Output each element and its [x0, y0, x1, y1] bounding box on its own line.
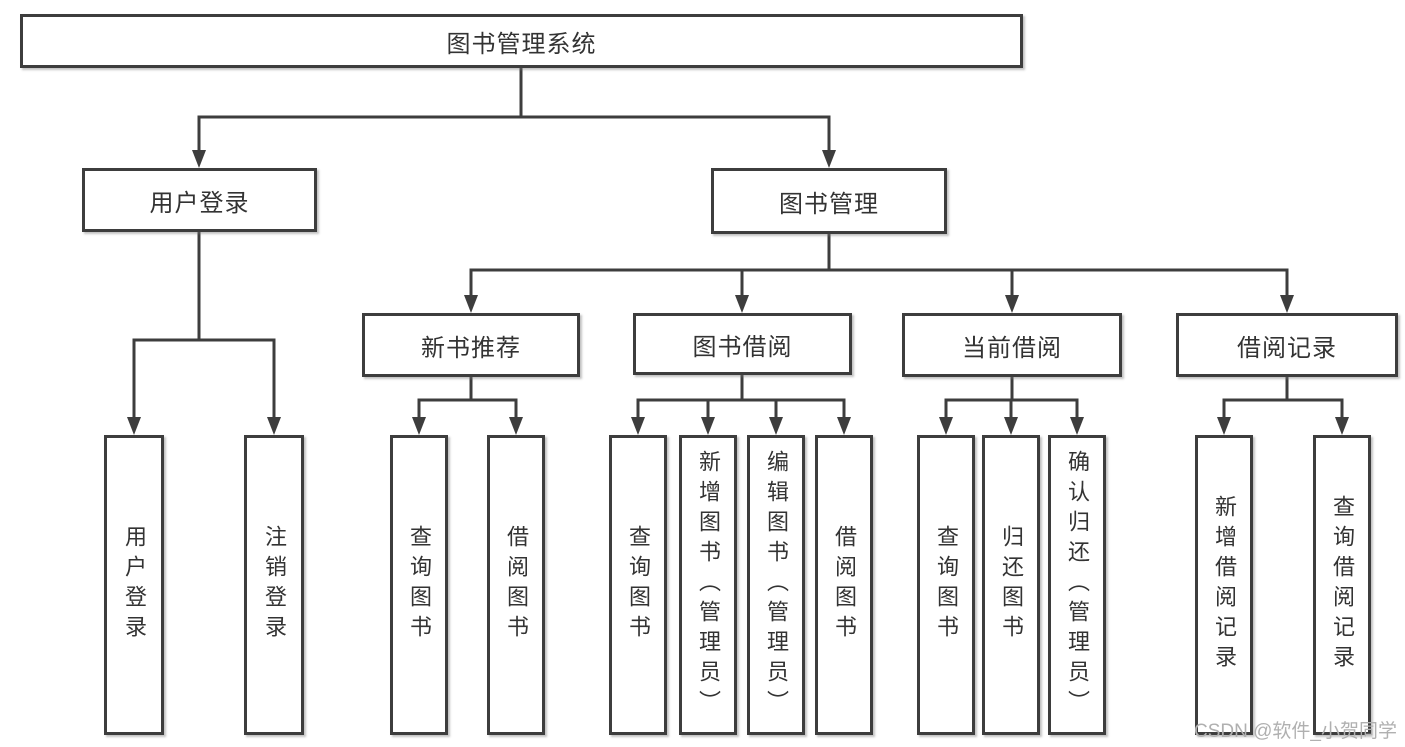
- leaf-query-books-current: 查询图书: [917, 435, 975, 735]
- leaf-query-borrow-record: 查询借阅记录: [1313, 435, 1371, 735]
- leaf-add-borrow-record: 新增借阅记录: [1195, 435, 1253, 735]
- leaf-edit-books-admin-label: 编辑图书（管理员）: [764, 450, 789, 720]
- leaf-add-books-admin-label: 新增图书（管理员）: [696, 450, 721, 720]
- leaf-return-books: 归还图书: [982, 435, 1040, 735]
- leaf-borrow-books-recommend-label: 借阅图书: [504, 525, 529, 645]
- leaf-borrow-books-label: 借阅图书: [832, 525, 857, 645]
- leaf-query-books-recommend: 查询图书: [390, 435, 448, 735]
- node-user-login-branch-label: 用户登录: [149, 189, 250, 217]
- watermark-text: CSDN @软件_小贺同学: [1194, 721, 1397, 742]
- node-borrow-records: 借阅记录: [1176, 313, 1398, 377]
- leaf-query-books-recommend-label: 查询图书: [407, 525, 432, 645]
- leaf-edit-books-admin: 编辑图书（管理员）: [747, 435, 805, 735]
- leaf-confirm-return-admin: 确认归还（管理员）: [1048, 435, 1106, 735]
- node-new-book-recommend: 新书推荐: [362, 313, 580, 377]
- leaf-query-books-borrow-label: 查询图书: [626, 525, 651, 645]
- leaf-query-books-current-label: 查询图书: [934, 525, 959, 645]
- node-borrow-records-label: 借阅记录: [1237, 334, 1337, 362]
- node-current-borrow-label: 当前借阅: [962, 334, 1062, 362]
- leaf-add-books-admin: 新增图书（管理员）: [679, 435, 737, 735]
- leaf-user-login: 用户登录: [104, 435, 164, 735]
- leaf-add-borrow-record-label: 新增借阅记录: [1212, 495, 1237, 675]
- leaf-logout-label: 注销登录: [262, 525, 287, 645]
- node-user-login-branch: 用户登录: [82, 168, 317, 232]
- leaf-user-login-label: 用户登录: [122, 525, 147, 645]
- leaf-confirm-return-admin-label: 确认归还（管理员）: [1065, 450, 1090, 720]
- leaf-borrow-books-recommend: 借阅图书: [487, 435, 545, 735]
- node-book-management-branch: 图书管理: [711, 168, 947, 234]
- node-root-system: 图书管理系统: [20, 14, 1023, 68]
- leaf-logout: 注销登录: [244, 435, 304, 735]
- leaf-query-books-borrow: 查询图书: [609, 435, 667, 735]
- node-new-book-recommend-label: 新书推荐: [421, 334, 521, 362]
- node-book-borrow-label: 图书借阅: [692, 333, 793, 361]
- node-book-borrow: 图书借阅: [633, 313, 852, 375]
- leaf-query-borrow-record-label: 查询借阅记录: [1330, 495, 1355, 675]
- node-root-system-label: 图书管理系统: [446, 30, 597, 58]
- node-current-borrow: 当前借阅: [902, 313, 1122, 377]
- leaf-borrow-books: 借阅图书: [815, 435, 873, 735]
- leaf-return-books-label: 归还图书: [999, 525, 1024, 645]
- node-book-management-branch-label: 图书管理: [779, 190, 879, 218]
